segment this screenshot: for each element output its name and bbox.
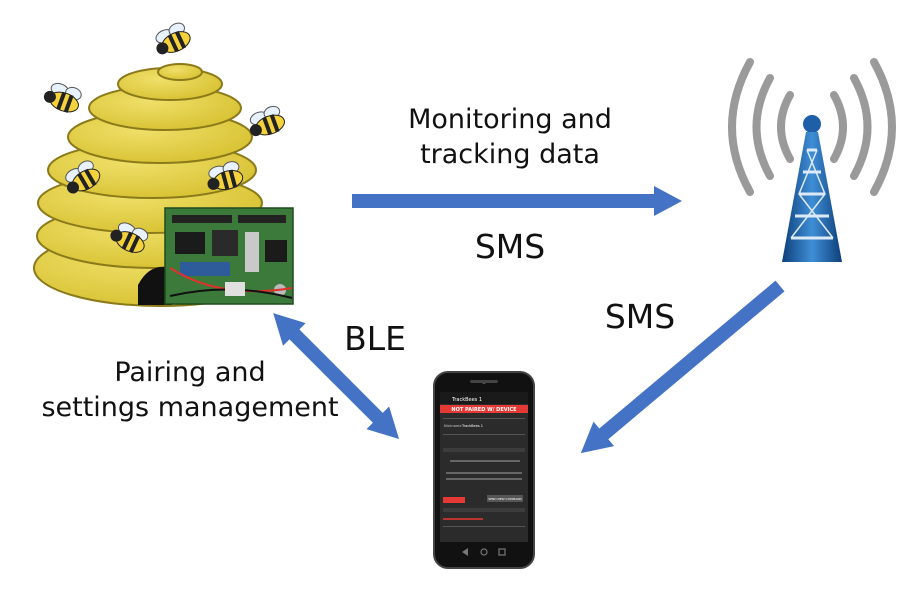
phone-nickname-label: Nickname: [444, 424, 461, 428]
monitoring-label-line1: Monitoring and: [408, 104, 612, 135]
smartphone: [433, 371, 535, 569]
phone-banner-text: NOT PAIRED W/ DEVICE: [451, 407, 517, 413]
phone-send-command-button: SEND NEW COMMAND: [488, 497, 522, 501]
bee-icon: [110, 222, 149, 254]
arrow-hive-to-tower: [352, 186, 682, 216]
pairing-label-line1: Pairing and: [114, 357, 266, 388]
bee-icon: [43, 82, 82, 113]
bee-icon: [249, 105, 285, 137]
monitoring-label: Monitoring and tracking data: [390, 102, 630, 172]
sms-label-right: SMS: [604, 297, 676, 336]
phone-nickname-value: TrackBees 1: [461, 424, 483, 428]
bee-icon: [65, 160, 101, 194]
ble-label: BLE: [344, 319, 406, 358]
pairing-label: Pairing and settings management: [40, 355, 340, 425]
phone-app-title: TrackBees 1: [451, 397, 482, 403]
cell-tower-icon: [728, 58, 896, 262]
arrow-ble-bidirectional: [273, 313, 400, 440]
bee-icon: [207, 161, 244, 191]
pairing-label-line2: settings management: [41, 392, 339, 424]
arrow-tower-to-phone: [580, 280, 785, 454]
sms-label-top: SMS: [474, 227, 546, 266]
bee-icon: [155, 22, 191, 55]
circuit-board: [164, 207, 294, 305]
monitoring-label-line2: tracking data: [420, 139, 600, 171]
